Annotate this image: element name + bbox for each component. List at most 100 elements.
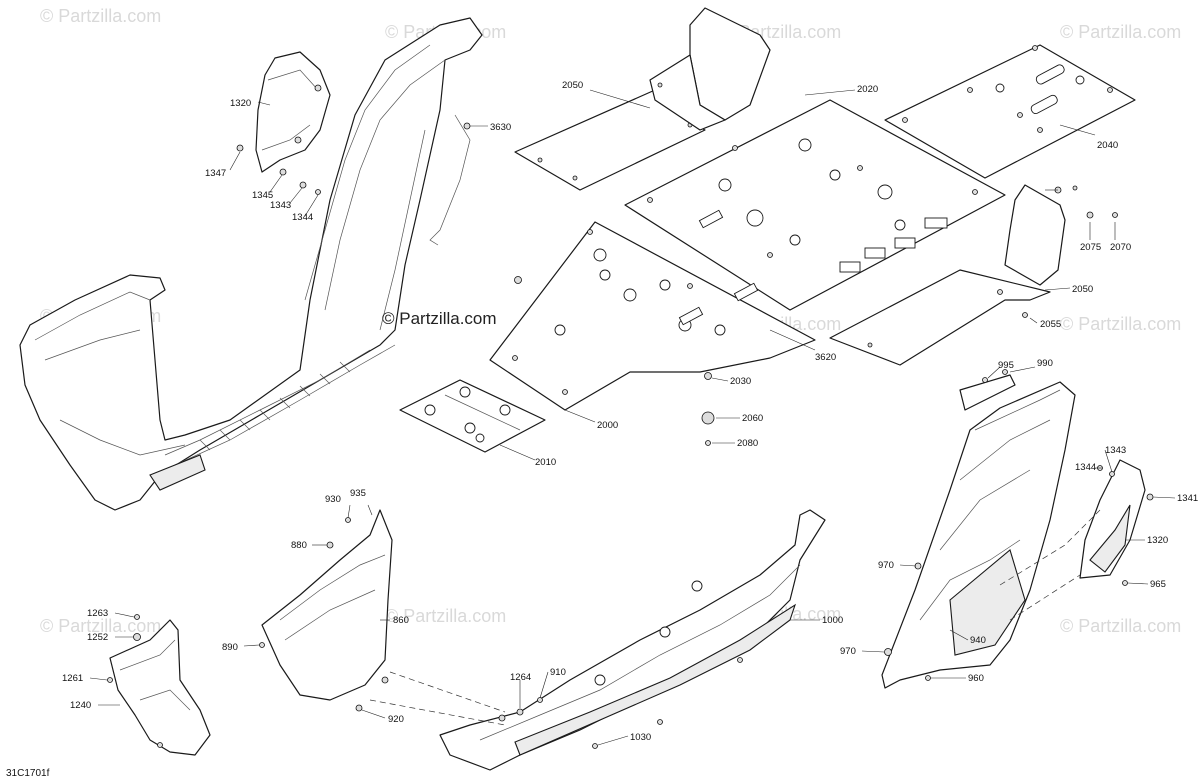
callout-880: 880	[291, 540, 307, 551]
screw-icon	[107, 677, 113, 683]
screw-icon	[537, 697, 543, 703]
fastener-group-left	[236, 122, 471, 195]
clip-icon	[355, 704, 363, 712]
screw-icon	[1146, 493, 1154, 501]
screw-icon	[259, 642, 265, 648]
floor-panel-2000	[489, 221, 816, 411]
callout-910: 910	[550, 667, 566, 678]
callout-2050: 2050	[562, 80, 583, 91]
center-watermark: © Partzilla.com	[382, 309, 497, 328]
watermark: © Partzilla.com	[40, 6, 161, 26]
callout-940: 940	[970, 635, 986, 646]
callout-labels: 2050 2020 2040 2075 2070 2050 2055 3620 …	[62, 80, 1198, 743]
left-pillar-trim	[255, 51, 331, 173]
callout-2050: 2050	[1072, 284, 1093, 295]
watermark: © Partzilla.com	[385, 606, 506, 626]
watermark-layer: © Partzilla.com © Partzilla.com © Partzi…	[40, 6, 1181, 636]
right-panel-fasteners	[884, 562, 931, 681]
callout-965: 965	[1150, 579, 1166, 590]
watermark: © Partzilla.com	[1060, 314, 1181, 334]
lower-left-trim	[107, 614, 211, 756]
screw-icon	[134, 614, 140, 620]
screw-icon	[1072, 185, 1078, 191]
callout-1252: 1252	[87, 632, 108, 643]
assembly-lines	[369, 509, 1101, 726]
callout-1320: 1320	[1147, 535, 1168, 546]
floor-panel-2050b	[829, 184, 1066, 366]
front-fender-extension	[259, 509, 393, 712]
right-rocker-panel	[881, 369, 1076, 689]
callout-970: 970	[878, 560, 894, 571]
watermark: © Partzilla.com	[1060, 22, 1181, 42]
callout-1320: 1320	[230, 98, 251, 109]
callout-3630: 3630	[490, 122, 511, 133]
screw-icon	[925, 675, 931, 681]
floor-fasteners	[514, 185, 1118, 446]
callout-1347: 1347	[205, 168, 226, 179]
right-pillar-trim	[1079, 459, 1154, 586]
callout-1263: 1263	[87, 608, 108, 619]
callout-990: 990	[1037, 358, 1053, 369]
diagram-reference-code: 31C1701f	[6, 768, 50, 779]
floor-bracket-upright	[649, 7, 771, 131]
screw-icon	[236, 144, 244, 152]
screw-icon	[157, 742, 163, 748]
callout-2010: 2010	[535, 457, 556, 468]
grommet-icon	[701, 411, 715, 425]
callout-1000: 1000	[822, 615, 843, 626]
watermark: © Partzilla.com	[1060, 616, 1181, 636]
callout-935: 935	[350, 488, 366, 499]
callout-1264: 1264	[510, 672, 531, 683]
callout-1261: 1261	[62, 673, 83, 684]
floor-panel-2020	[624, 99, 1006, 311]
callout-1343: 1343	[1105, 445, 1126, 456]
callout-2060: 2060	[742, 413, 763, 424]
callout-1343: 1343	[270, 200, 291, 211]
washer-icon	[1109, 471, 1115, 477]
callout-2080: 2080	[737, 438, 758, 449]
callout-1344: 1344	[1075, 462, 1096, 473]
screw-icon	[592, 743, 598, 749]
callout-860: 860	[393, 615, 409, 626]
nut-icon	[1022, 312, 1028, 318]
callout-995: 995	[998, 360, 1014, 371]
leader-lines	[89, 89, 1176, 746]
callout-930: 930	[325, 494, 341, 505]
callout-2070: 2070	[1110, 242, 1131, 253]
washer-icon	[1086, 211, 1094, 219]
callout-1030: 1030	[630, 732, 651, 743]
callout-2030: 2030	[730, 376, 751, 387]
screw-icon	[1112, 212, 1118, 218]
callout-1344: 1344	[292, 212, 313, 223]
nut-icon	[315, 189, 321, 195]
washer-icon	[133, 633, 141, 641]
callout-2055: 2055	[1040, 319, 1061, 330]
screw-icon	[345, 517, 351, 523]
callout-1345: 1345	[252, 190, 273, 201]
callout-1240: 1240	[70, 700, 91, 711]
floor-plate-2010	[399, 379, 546, 453]
clip-icon	[299, 181, 307, 189]
callout-920: 920	[388, 714, 404, 725]
callout-2040: 2040	[1097, 140, 1118, 151]
front-lower-skid	[439, 509, 826, 771]
clip-icon	[884, 648, 892, 656]
callout-890: 890	[222, 642, 238, 653]
left-rocker-panel	[19, 17, 483, 511]
clip-icon	[704, 372, 712, 380]
callout-2000: 2000	[597, 420, 618, 431]
washer-icon	[279, 168, 287, 176]
screw-icon	[1122, 580, 1128, 586]
nut-icon	[514, 276, 522, 284]
floor-panel-2040	[884, 44, 1136, 179]
callout-1341: 1341	[1177, 493, 1198, 504]
callout-2075: 2075	[1080, 242, 1101, 253]
callout-960: 960	[968, 673, 984, 684]
clip-icon	[381, 676, 389, 684]
callout-2020: 2020	[857, 84, 878, 95]
watermark: © Partzilla.com	[40, 616, 161, 636]
clip-icon	[463, 122, 471, 130]
callout-3620: 3620	[815, 352, 836, 363]
